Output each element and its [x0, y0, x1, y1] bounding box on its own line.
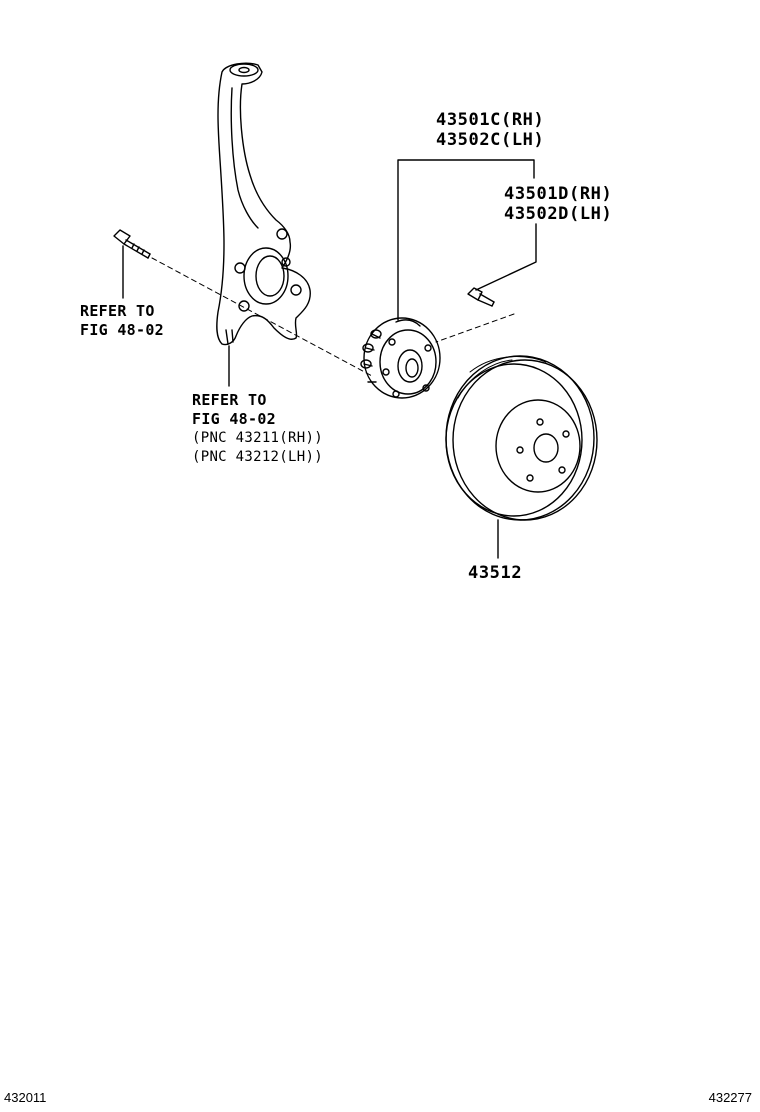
- label-knuckle-pnc-rh: (PNC 43211(RH)): [192, 430, 323, 446]
- label-hub-43501d-rh: 43501D(RH): [504, 184, 613, 204]
- footer-left-code: 432011: [4, 1090, 47, 1105]
- label-hub-43502c-lh: 43502C(LH): [436, 130, 545, 150]
- label-knuckle-fig: FIG 48-02: [192, 410, 276, 428]
- steering-knuckle-drawing: [216, 62, 311, 387]
- label-hub-43501c-rh: 43501C(RH): [436, 110, 545, 130]
- footer-right-code: 432277: [708, 1090, 752, 1105]
- label-disc-43512: 43512: [468, 563, 523, 583]
- knuckle-bolt-drawing: [113, 229, 373, 377]
- label-bolt-fig: FIG 48-02: [80, 321, 164, 339]
- hub-bearing-drawing: [360, 159, 535, 399]
- label-bolt-refer-to: REFER TO: [80, 302, 155, 320]
- label-knuckle-refer-to: REFER TO: [192, 391, 267, 409]
- brake-disc-drawing: [445, 355, 598, 559]
- label-hub-43502d-lh: 43502D(LH): [504, 204, 613, 224]
- hub-bolt-drawing: [435, 223, 537, 343]
- label-knuckle-pnc-lh: (PNC 43212(LH)): [192, 449, 323, 465]
